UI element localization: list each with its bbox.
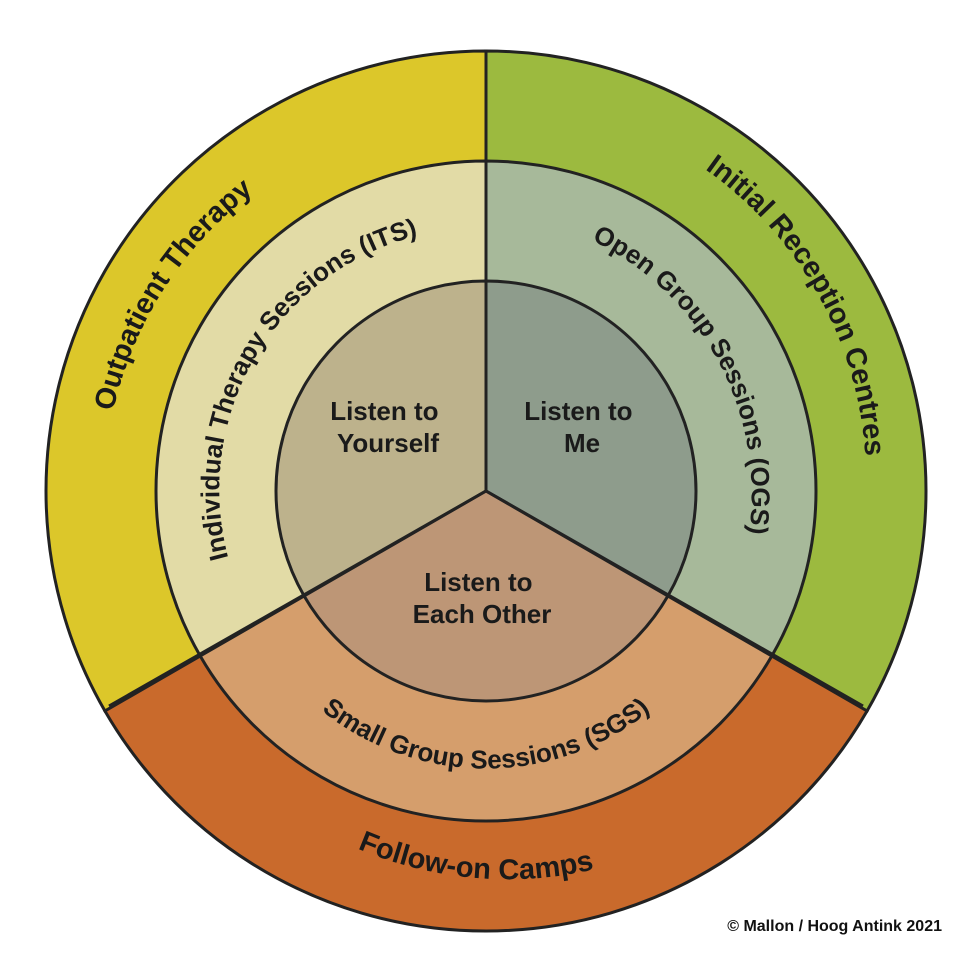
core-label-each-other-line1: Listen to — [424, 567, 532, 597]
core-circle — [274, 279, 698, 703]
core-label-yourself: Listen to Yourself — [330, 396, 446, 458]
core-segment-listen-to-yourself — [274, 279, 488, 599]
core-label-yourself-line1: Listen to — [330, 396, 438, 426]
core-label-yourself-line2: Yourself — [337, 428, 439, 458]
core-label-me-line2: Me — [564, 428, 600, 458]
core-labels: Listen to Yourself Listen to Me Listen t… — [330, 396, 640, 629]
core-label-each-other: Listen to Each Other — [413, 567, 552, 629]
core-label-me: Listen to Me — [524, 396, 640, 458]
divider-lower-left — [108, 489, 487, 708]
segment-dividers — [108, 52, 864, 708]
core-label-me-line1: Listen to — [524, 396, 632, 426]
divider-lower-right — [485, 489, 864, 708]
core-label-each-other-line2: Each Other — [413, 599, 552, 629]
core-segment-listen-to-each-other — [302, 489, 670, 703]
core-segment-listen-to-me — [484, 279, 698, 599]
copyright-notice: © Mallon / Hoog Antink 2021 — [727, 918, 942, 935]
